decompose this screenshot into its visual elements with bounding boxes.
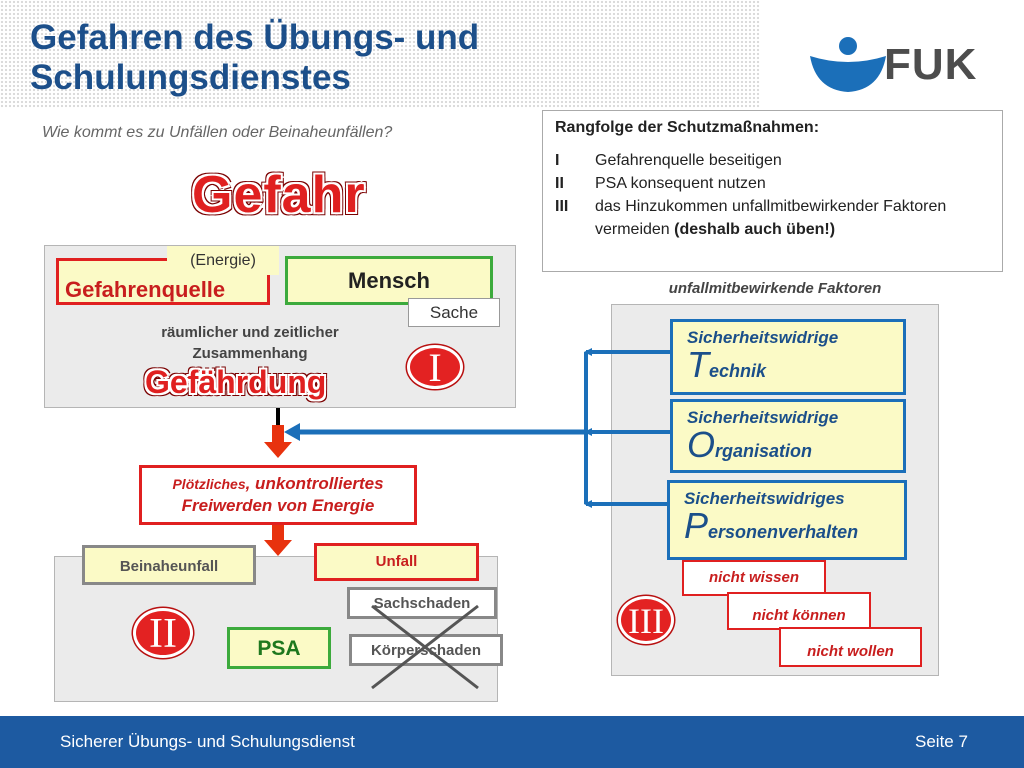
rangfolge-text: Gefahrenquelle beseitigen <box>595 152 782 169</box>
factor-initial: O <box>687 424 716 465</box>
factor-rest: ersonenverhalten <box>708 522 859 542</box>
gefaehrdung-label: Gefährdung <box>145 364 327 400</box>
factor-prefix: Sicherheitswidriges <box>684 489 845 508</box>
koerperschaden-box: Körperschaden <box>349 634 503 666</box>
factor-prefix: Sicherheitswidrige <box>687 408 839 427</box>
subtitle: Wie kommt es zu Unfällen oder Beinaheunf… <box>42 124 393 141</box>
rangfolge-item: II PSA konsequent nutzen <box>555 172 990 195</box>
energie-label: (Energie) <box>167 246 279 275</box>
factor-rest: rganisation <box>715 441 813 461</box>
factor-initial: T <box>687 344 709 385</box>
factor-prefix: Sicherheitswidrige <box>687 328 839 347</box>
fuk-logo-icon <box>810 37 886 92</box>
red-arrow-icon <box>264 425 292 458</box>
factor-organisation: Sicherheitswidrige Organisation <box>670 399 906 473</box>
unfall-box: Unfall <box>314 543 479 581</box>
sache-box: Sache <box>408 298 500 327</box>
rangfolge-text-b: (deshalb auch üben!) <box>674 221 836 238</box>
sachschaden-box: Sachschaden <box>347 587 497 619</box>
page-title: Gefahren des Übungs- und Schulungsdienst… <box>30 18 480 97</box>
header-dot-pattern <box>0 0 760 108</box>
factor-initial: P <box>684 505 709 546</box>
footer-page-number: Seite 7 <box>915 732 968 751</box>
freiwerden-text: Freiwerden von Energie <box>181 496 375 515</box>
beinaheunfall-box: Beinaheunfall <box>82 545 256 585</box>
footer-bar <box>0 716 1024 768</box>
faktoren-label: unfallmitbewirkende Faktoren <box>668 280 882 297</box>
nicht-koennen-box: nicht können <box>727 592 871 630</box>
factor-rest: echnik <box>709 361 767 381</box>
rangfolge-text: das Hinzukommen unfallmitbewirkender Fak… <box>595 195 990 241</box>
zusammenhang-label: räumlicher und zeitlicher Zusammenhang <box>161 324 339 362</box>
red-arrow-icon <box>264 525 292 556</box>
rangfolge-num: II <box>555 175 564 192</box>
ploetzlich-text: Plötzliches <box>172 476 246 492</box>
factor-technik: Sicherheitswidrige Technik <box>670 319 906 395</box>
footer-left-text: Sicherer Übungs- und Schulungsdienst <box>60 732 355 751</box>
unkontrolliert-text: , unkontrolliertes <box>245 474 384 493</box>
mensch-box: Mensch <box>285 256 493 305</box>
gefahr-heading: Gefahr <box>192 166 366 224</box>
energie-freiwerden-box: Plötzliches, unkontrolliertes Freiwerden… <box>139 465 417 525</box>
roman-badge-I: I <box>407 345 463 389</box>
blue-arrowhead-icon <box>284 423 300 441</box>
nicht-wollen-box: nicht wollen <box>779 627 922 667</box>
cross-out-line <box>371 604 479 690</box>
rangfolge-box: Rangfolge der Schutzmaßnahmen: I Gefahre… <box>542 110 1003 272</box>
roman-badge-II: II <box>133 608 193 658</box>
rangfolge-text: PSA konsequent nutzen <box>595 175 766 192</box>
logo-text: FUK <box>884 40 978 89</box>
rangfolge-num: I <box>555 152 560 169</box>
rangfolge-text-a: das Hinzukommen unfallmitbewirkender Fak… <box>595 198 947 238</box>
factor-personenverhalten: Sicherheitswidriges Personenverhalten <box>667 480 907 560</box>
rangfolge-item: III das Hinzukommen unfallmitbewirkender… <box>555 195 990 241</box>
psa-box: PSA <box>227 627 331 669</box>
rangfolge-item: I Gefahrenquelle beseitigen <box>555 149 990 172</box>
roman-badge-III: III <box>618 596 674 644</box>
rangfolge-title: Rangfolge der Schutzmaßnahmen: <box>555 119 820 136</box>
rangfolge-num: III <box>555 198 569 215</box>
